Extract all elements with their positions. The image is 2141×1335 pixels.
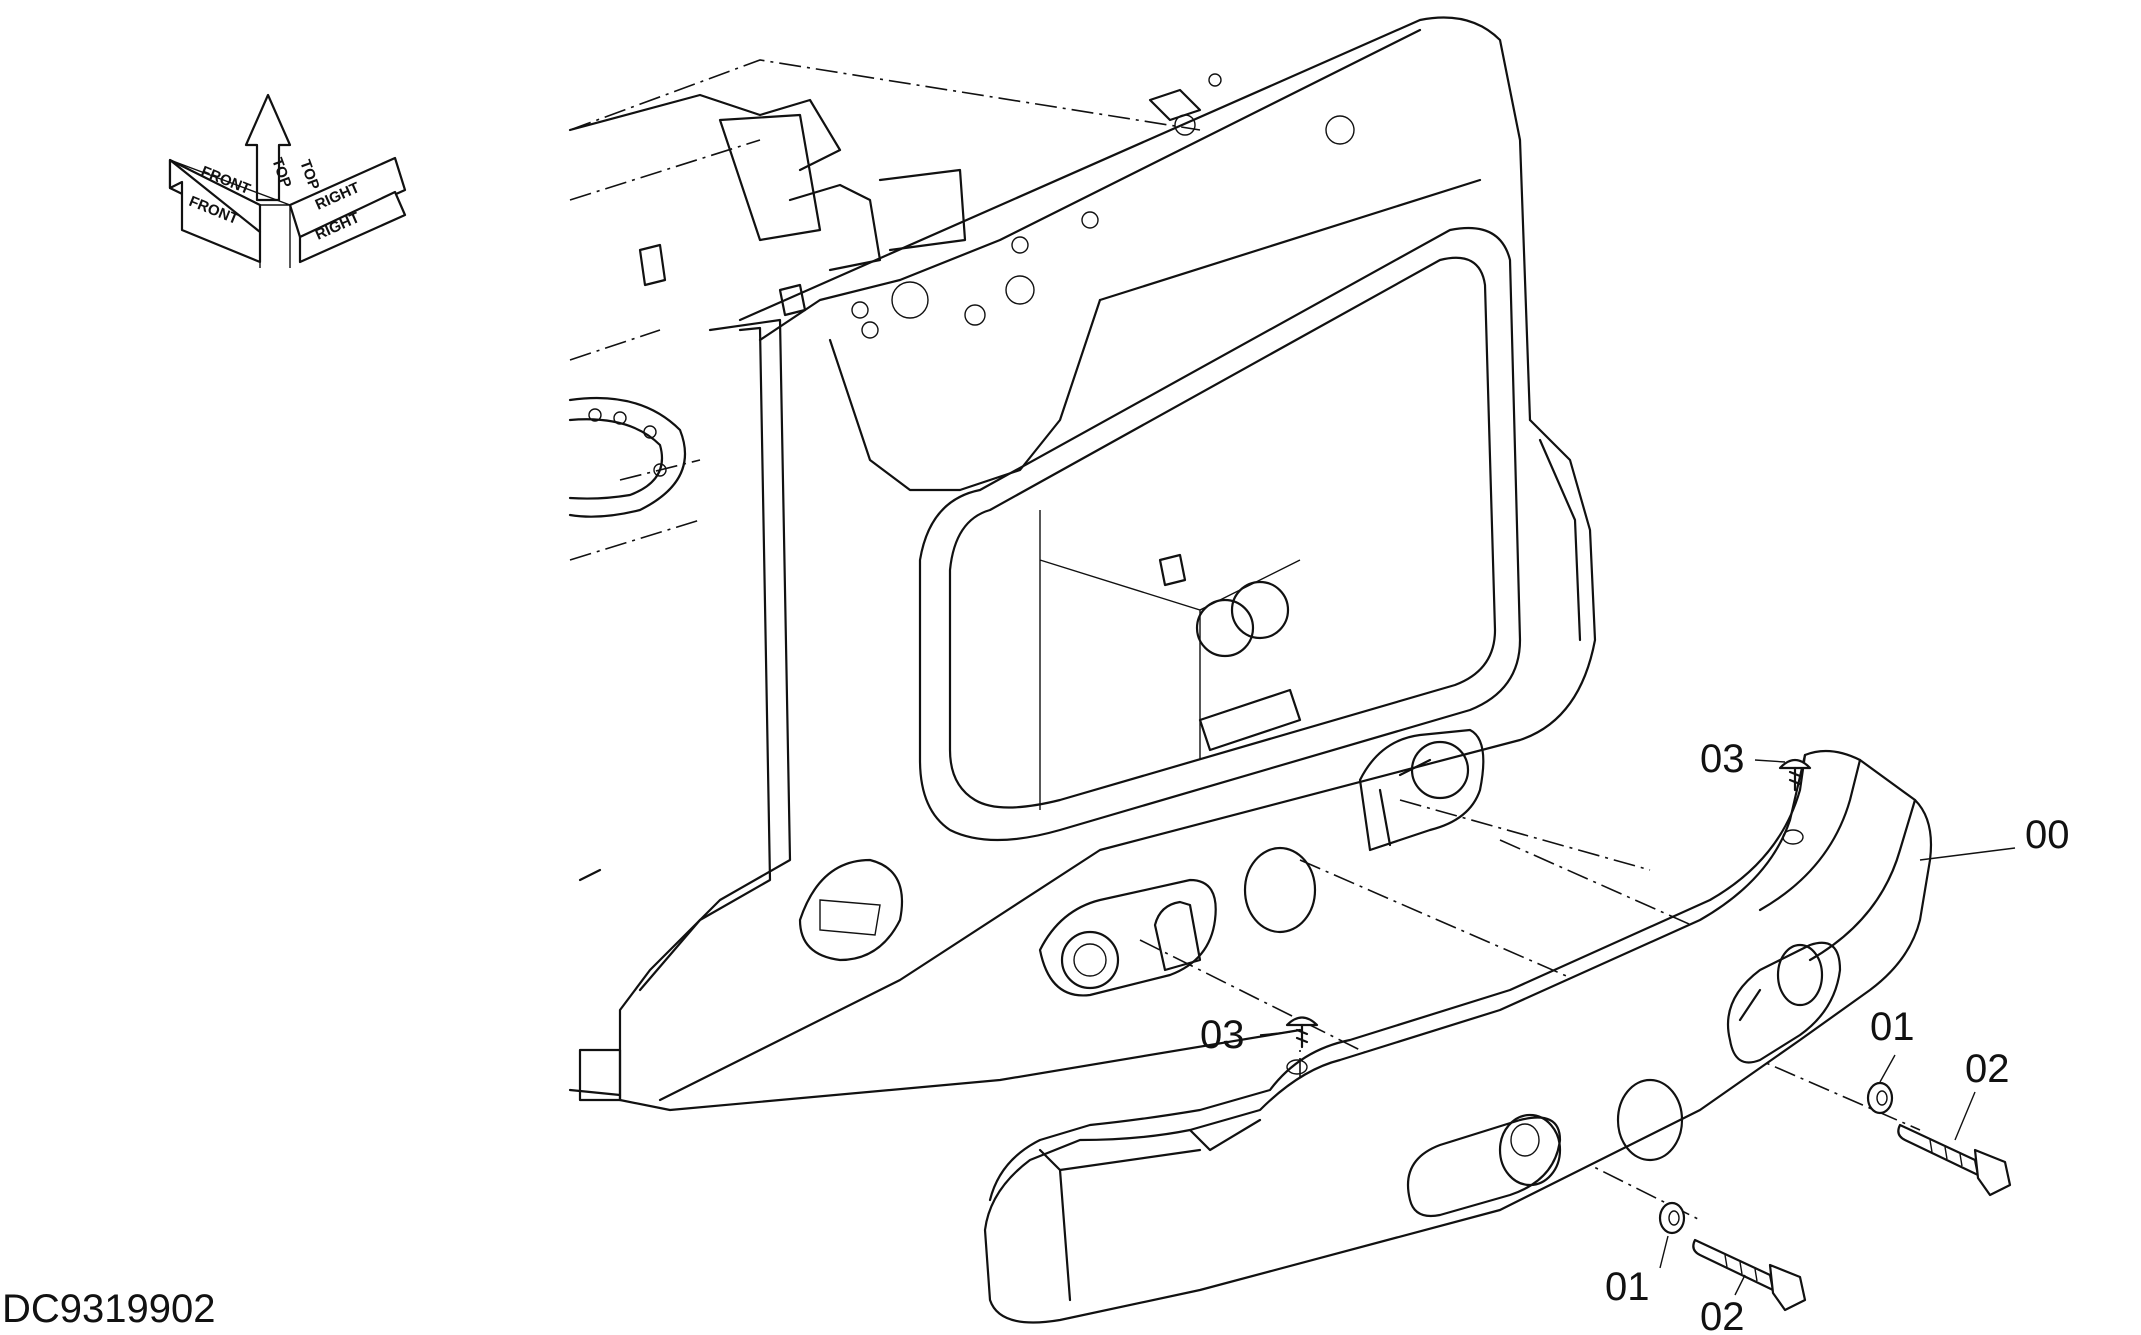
washer-01-lower: [1658, 1201, 1686, 1235]
callout-01-lower: 01: [1605, 1265, 1650, 1309]
counterweight-part: [983, 749, 1933, 1324]
washer-01-right: [1866, 1081, 1894, 1115]
callout-02-lower: 02: [1700, 1295, 1745, 1335]
machine-frame: [568, 16, 1597, 1112]
bolt-02-lower: [1692, 1238, 1807, 1312]
orientation-indicator: TOP TOP FRONT FRONT RIGHT RIGHT: [168, 93, 407, 268]
callout-03-lower: 03: [1200, 1013, 1245, 1057]
callout-00: 00: [2025, 813, 2070, 857]
callout-02-right: 02: [1965, 1047, 2010, 1091]
leader-lines: [1259, 759, 2016, 1296]
bolt-02-right: [1897, 1123, 2012, 1197]
callout-01-right: 01: [1870, 1005, 1915, 1049]
screw-03-upper: [1778, 758, 1812, 792]
callout-03-upper: 03: [1700, 737, 1745, 781]
callouts: 03 00 03 01 02 01 02: [1200, 737, 2070, 1335]
screw-03-lower: [1285, 1016, 1319, 1049]
drawing-code: DC9319902: [2, 1287, 216, 1331]
orientation-label-top-mirrored: TOP: [296, 158, 322, 193]
